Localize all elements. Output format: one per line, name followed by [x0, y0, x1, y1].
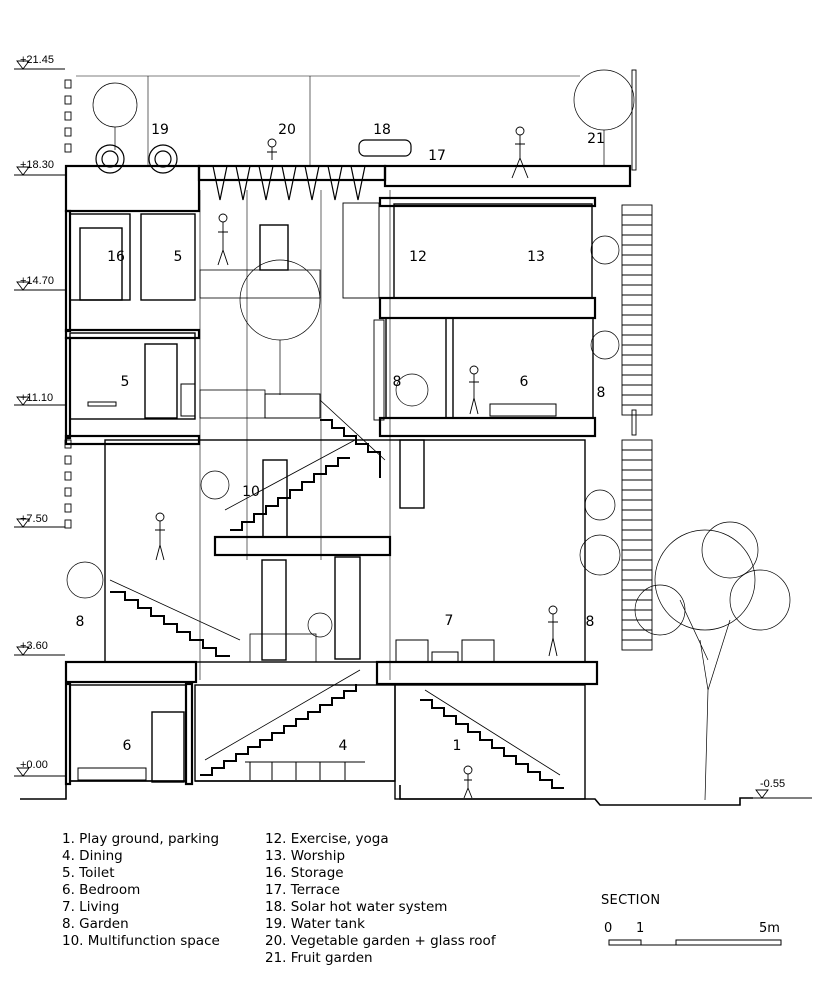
room-number: 8	[586, 614, 595, 630]
legend-item: 17. Terrace	[265, 882, 340, 898]
room-number: 5	[121, 374, 130, 390]
room-number: 7	[445, 613, 454, 629]
room-number: 8	[393, 374, 402, 390]
legend-item: 10. Multifunction space	[62, 933, 220, 949]
legend-item: 6. Bedroom	[62, 882, 141, 898]
level-markers	[14, 60, 812, 799]
room-number: 19	[151, 122, 169, 138]
room-number: 6	[123, 738, 132, 754]
furniture	[77, 383, 557, 781]
room-number: 6	[520, 374, 529, 390]
room-number: 13	[527, 249, 545, 265]
scale-label: 0	[604, 921, 613, 936]
right-screens	[342, 69, 653, 651]
legend-item: 7. Living	[62, 899, 120, 915]
legend-item: 8. Garden	[62, 916, 129, 932]
legend-item: 13. Worship	[265, 848, 346, 864]
room-numbers: 19 20 18 17 21 16 5 12 13 5 8 6 8 10 7 8…	[76, 122, 606, 754]
scale-bar	[608, 939, 782, 946]
stairs	[110, 419, 564, 789]
room-number: 21	[587, 131, 605, 147]
room-number: 5	[174, 249, 183, 265]
legend-item: 18. Solar hot water system	[265, 899, 448, 915]
room-outlines	[69, 203, 594, 800]
room-number: 16	[107, 249, 125, 265]
room-number: 8	[76, 614, 85, 630]
level-label: -0.55	[760, 778, 785, 790]
ground-line	[20, 745, 753, 806]
scale-label: 5m	[759, 921, 780, 936]
level-label: +11.10	[20, 392, 53, 404]
legend-item: 12. Exercise, yoga	[265, 831, 389, 847]
level-labels: +21.45 +18.30 +14.70 +11.10 +7.50 +3.60 …	[20, 54, 785, 790]
legend-item: 5. Toilet	[62, 865, 115, 881]
legend-item: 21. Fruit garden	[265, 950, 373, 966]
scale-label: 1	[636, 921, 645, 936]
room-number: 20	[278, 122, 296, 138]
legend-item: 1. Play ground, parking	[62, 831, 220, 847]
room-number: 4	[339, 738, 348, 754]
level-label: +21.45	[20, 54, 54, 66]
room-number: 10	[242, 484, 260, 500]
trees	[66, 69, 791, 801]
level-label: +14.70	[20, 275, 54, 287]
people	[155, 126, 558, 799]
level-label: +3.60	[20, 640, 48, 652]
legend-right: 12. Exercise, yoga 13. Worship 16. Stora…	[265, 831, 496, 967]
legend-item: 19. Water tank	[265, 916, 365, 932]
legend-item: 20. Vegetable garden + glass roof	[265, 933, 496, 949]
section-title: SECTION	[601, 893, 661, 908]
room-number: 18	[373, 122, 391, 138]
room-number: 17	[428, 148, 446, 164]
legend-item: 4. Dining	[62, 848, 123, 864]
legend-left: 1. Play ground, parking 4. Dining 5. Toi…	[62, 831, 220, 950]
room-number: 8	[597, 385, 606, 401]
level-label: +0.00	[20, 759, 48, 771]
room-number: 12	[409, 249, 427, 265]
roof-features	[95, 139, 412, 201]
level-label: +7.50	[20, 513, 48, 525]
level-label: +18.30	[20, 159, 54, 171]
legend-item: 16. Storage	[265, 865, 344, 881]
room-number: 1	[453, 738, 462, 754]
